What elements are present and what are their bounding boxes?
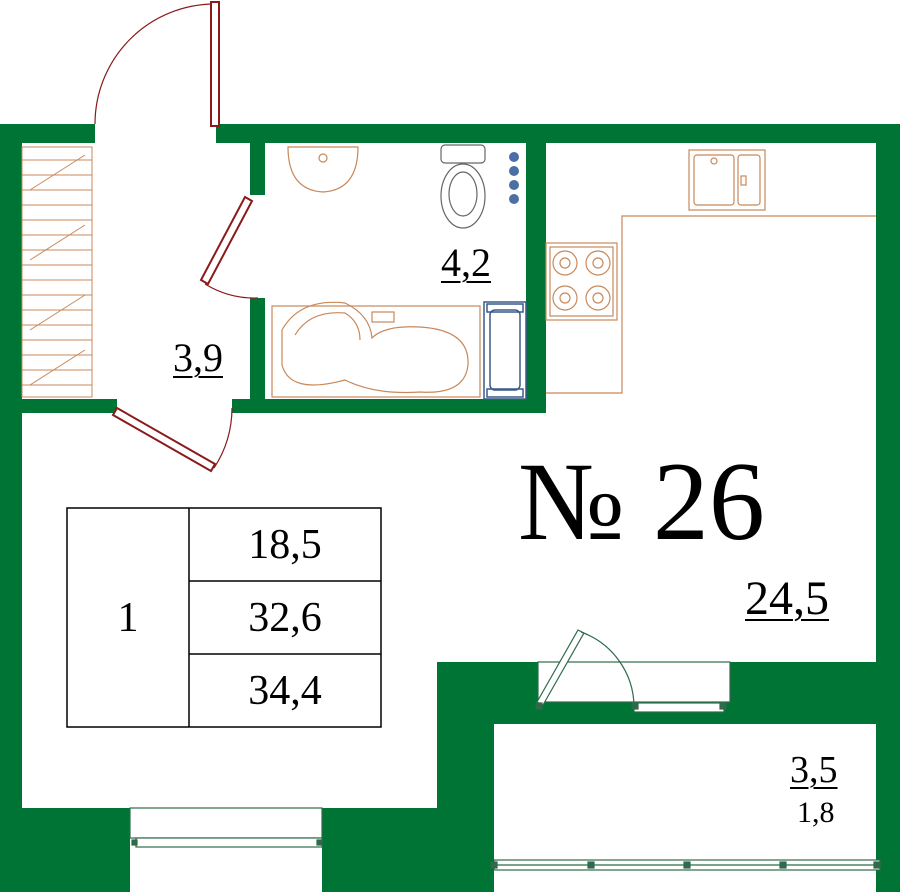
hall-area-label: 3,9 <box>173 335 223 380</box>
summary-table <box>66 507 382 728</box>
living-area-cell: 18,5 <box>248 521 322 568</box>
washing-machine <box>483 301 527 400</box>
balcony-area-label: 3,5 <box>790 749 838 791</box>
sink <box>287 146 359 193</box>
radiator-dots <box>509 152 519 204</box>
kitchen-sink <box>688 149 766 211</box>
apartment-number: № 26 <box>518 440 765 564</box>
room-count-cell: 1 <box>117 594 139 641</box>
window-living-bottom <box>129 807 323 848</box>
room-floors <box>22 143 876 862</box>
living-door <box>111 406 233 473</box>
living-area-label: 24,5 <box>745 572 829 625</box>
bathroom-door <box>199 195 259 299</box>
toilet <box>440 144 486 229</box>
kitchen-counter <box>545 149 876 394</box>
entrance-door <box>94 1 220 127</box>
wardrobe <box>21 146 93 398</box>
total-area-cell: 32,6 <box>248 594 322 641</box>
bathtub <box>271 301 481 398</box>
stove <box>545 242 618 321</box>
bathroom-area-label: 4,2 <box>441 240 491 285</box>
bathroom-fixtures <box>271 144 486 398</box>
total-area-with-balcony-cell: 34,4 <box>248 667 322 714</box>
balcony-door <box>535 629 731 713</box>
balcony-window <box>490 859 881 871</box>
balcony-sub-area-label: 1,8 <box>797 796 835 829</box>
